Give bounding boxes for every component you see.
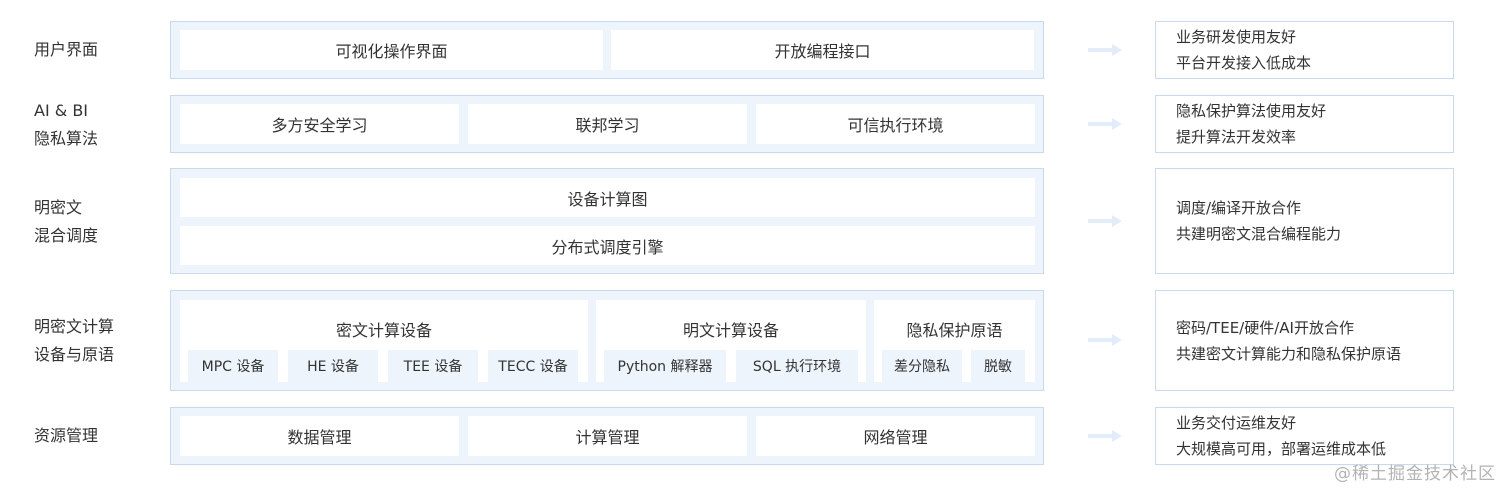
note-line: 业务研发使用友好 [1176, 28, 1297, 46]
group-ciphertext-devices: 密文计算设备 MPC 设备 HE 设备 TEE 设备 TECC 设备 [180, 300, 588, 382]
chip-desensitization: 脱敏 [971, 350, 1025, 382]
arrow-right-icon [1088, 430, 1122, 442]
note-resource-management: 业务交付运维友好 大规模高可用，部署运维成本低 [1155, 407, 1454, 465]
group-title: 隐私保护原语 [906, 321, 1003, 340]
arrow-right-icon [1088, 118, 1122, 130]
arrow-right-icon [1088, 44, 1122, 56]
chip-python-interpreter: Python 解释器 [604, 350, 726, 382]
chip-tecc-device: TECC 设备 [488, 350, 578, 382]
box-open-api: 开放编程接口 [611, 30, 1034, 70]
row-label-ui: 用户界面 [34, 40, 99, 59]
arrow-right-icon [1088, 215, 1122, 227]
box-distributed-scheduler: 分布式调度引擎 [180, 226, 1035, 265]
note-privacy-algorithms: 隐私保护算法使用友好 提升算法开发效率 [1155, 95, 1454, 153]
group-privacy-primitives: 隐私保护原语 差分隐私 脱敏 [874, 300, 1035, 382]
layer-compute-devices: 密文计算设备 MPC 设备 HE 设备 TEE 设备 TECC 设备 明文计算设… [170, 290, 1044, 391]
chip-tee-device: TEE 设备 [388, 350, 478, 382]
chip-mpc-device: MPC 设备 [188, 350, 278, 382]
watermark: @稀土掘金技术社区 [1334, 464, 1496, 484]
box-mpc-learning: 多方安全学习 [180, 104, 459, 144]
chip-sql-environment: SQL 执行环境 [736, 350, 858, 382]
layer-user-interface: 可视化操作界面 开放编程接口 [170, 21, 1044, 79]
note-line: 密码/TEE/硬件/AI开放合作 [1176, 318, 1354, 337]
box-network-management: 网络管理 [756, 416, 1035, 456]
box-device-graph: 设备计算图 [180, 178, 1035, 217]
box-visual-ui: 可视化操作界面 [180, 30, 603, 70]
box-tee-environment: 可信执行环境 [756, 104, 1035, 144]
layer-resource-management: 数据管理 计算管理 网络管理 [170, 407, 1044, 465]
note-line: 共建明密文混合编程能力 [1176, 225, 1342, 243]
row-label-devices: 明密文计算 设备与原语 [34, 317, 115, 364]
note-line: 共建密文计算能力和隐私保护原语 [1176, 344, 1402, 363]
note-hybrid-scheduling: 调度/编译开放合作 共建明密文混合编程能力 [1155, 168, 1454, 274]
chip-differential-privacy: 差分隐私 [882, 350, 962, 382]
note-user-interface: 业务研发使用友好 平台开发接入低成本 [1155, 21, 1454, 79]
box-data-management: 数据管理 [180, 416, 459, 456]
group-title: 密文计算设备 [335, 321, 432, 340]
note-line: 调度/编译开放合作 [1176, 199, 1302, 217]
group-title: 明文计算设备 [682, 321, 779, 340]
note-line: 业务交付运维友好 [1176, 414, 1297, 432]
note-line: 提升算法开发效率 [1176, 128, 1297, 146]
row-label-resources: 资源管理 [34, 426, 99, 445]
arrow-right-icon [1088, 334, 1122, 346]
chip-he-device: HE 设备 [288, 350, 378, 382]
layer-privacy-algorithms: 多方安全学习 联邦学习 可信执行环境 [170, 95, 1044, 153]
note-compute-devices: 密码/TEE/硬件/AI开放合作 共建密文计算能力和隐私保护原语 [1155, 290, 1454, 391]
row-label-scheduling: 明密文 混合调度 [34, 198, 99, 245]
note-line: 平台开发接入低成本 [1176, 54, 1312, 72]
box-compute-management: 计算管理 [468, 416, 747, 456]
layer-hybrid-scheduling: 设备计算图 分布式调度引擎 [170, 168, 1044, 274]
row-label-ai-bi: AI & BI 隐私算法 [34, 101, 99, 148]
group-plaintext-devices: 明文计算设备 Python 解释器 SQL 执行环境 [596, 300, 866, 382]
note-line: 隐私保护算法使用友好 [1176, 102, 1327, 120]
box-federated-learning: 联邦学习 [468, 104, 747, 144]
note-line: 大规模高可用，部署运维成本低 [1176, 440, 1387, 458]
